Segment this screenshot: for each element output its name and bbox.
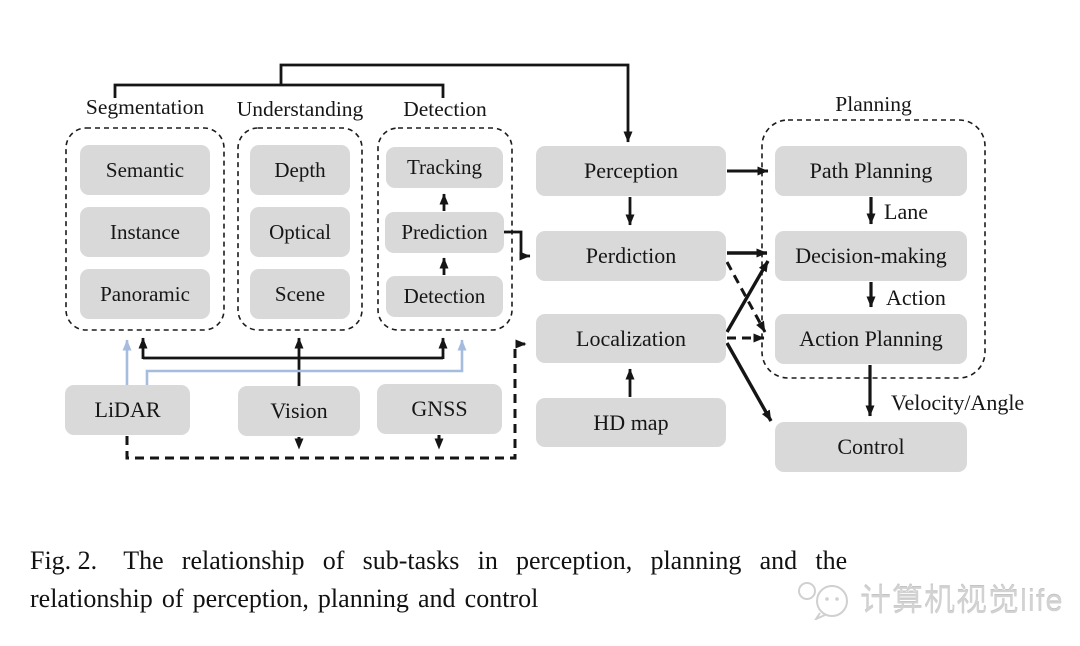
segmentation-group-box (65, 127, 225, 331)
edge-perdiction-to-actionplanning (725, 261, 767, 333)
caption-text-2: relationship of perception, planning and… (30, 584, 539, 613)
detection-group-label: Detection (403, 97, 487, 121)
understanding-group-box (237, 127, 363, 331)
node-perdiction: Perdiction (536, 231, 726, 281)
node-perception: Perception (536, 146, 726, 196)
node-panoramic: Panoramic (80, 269, 210, 319)
edge-sensors-to-localization (125, 339, 527, 460)
edge-label-velocity-angle: Velocity/Angle (891, 390, 1025, 415)
edge-label-lane: Lane (884, 199, 928, 224)
segmentation-group-label: Segmentation (85, 95, 205, 119)
planning-group-label: Planning (835, 92, 912, 116)
caption-text-1: The relationship of sub-tasks in percept… (123, 546, 848, 575)
node-action-planning: Action Planning (775, 314, 967, 364)
caption-fig-number: Fig. 2. (30, 546, 98, 575)
node-hd-map: HD map (536, 398, 726, 447)
edge-localization-to-control (725, 342, 773, 422)
node-gnss: GNSS (377, 384, 502, 434)
edge-localization-to-decision (725, 260, 770, 333)
node-scene: Scene (250, 269, 350, 319)
edge-bracket-groups (113, 83, 445, 98)
node-vision: Vision (238, 386, 360, 436)
edge-prediction-to-perdiction (503, 230, 531, 261)
watermark-text: 计算机视觉life (860, 582, 1064, 618)
edge-groups-to-perception (279, 63, 633, 143)
node-lidar: LiDAR (65, 385, 190, 435)
node-semantic: Semantic (80, 145, 210, 195)
caption-line-1: Fig. 2. The relationship of sub-tasks in … (30, 546, 1060, 576)
edge-label-action: Action (886, 285, 946, 310)
node-control: Control (775, 422, 967, 472)
node-prediction: Prediction (385, 212, 504, 253)
understanding-group-label: Understanding (236, 97, 364, 121)
node-localization: Localization (536, 314, 726, 363)
edge-lidar-to-detection (145, 339, 467, 385)
node-depth: Depth (250, 145, 350, 195)
node-optical: Optical (250, 207, 350, 257)
detection-group-box (377, 127, 513, 331)
chat-bubbles-icon (798, 582, 848, 620)
node-decision-making: Decision-making (775, 231, 967, 281)
planning-group-box (761, 119, 986, 379)
watermark: 计算机视觉life (796, 580, 1064, 620)
figure-caption: Fig. 2. The relationship of sub-tasks in … (30, 546, 1060, 614)
node-tracking: Tracking (386, 147, 503, 188)
node-path-planning: Path Planning (775, 146, 967, 196)
node-detection: Detection (386, 276, 503, 317)
node-instance: Instance (80, 207, 210, 257)
